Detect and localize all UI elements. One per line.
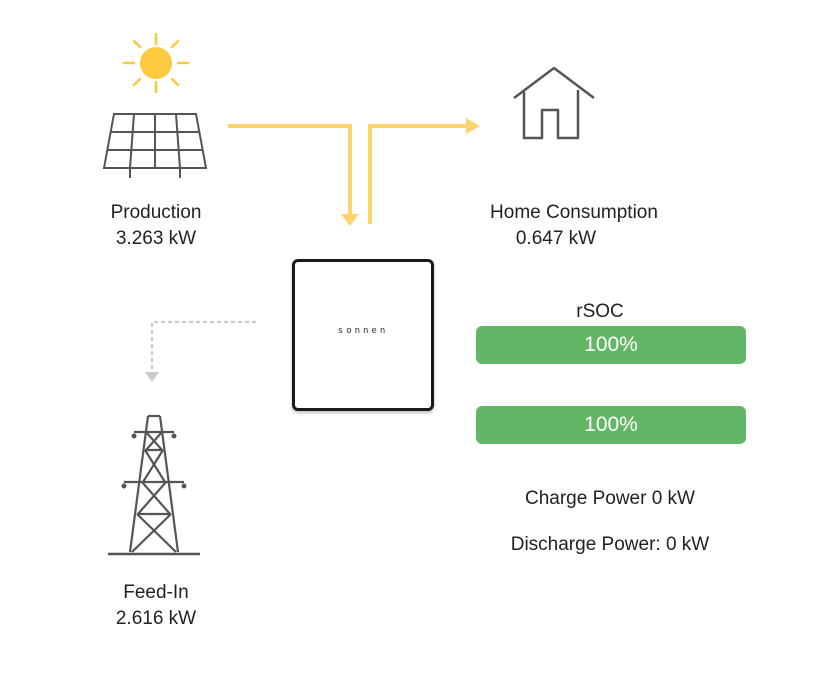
battery-unit-icon: sonnen — [292, 259, 434, 411]
home-consumption-label: Home Consumption — [490, 202, 658, 223]
power-tower-icon — [108, 414, 200, 556]
usoc-progress-fill — [476, 406, 746, 444]
discharge-power-text: Discharge Power: 0 kW — [510, 534, 710, 555]
solar-panel-icon — [102, 113, 208, 178]
feed-in-flow-arrow — [145, 321, 256, 382]
feed-in-value: 2.616 kW — [115, 608, 197, 629]
production-value: 3.263 kW — [115, 228, 197, 249]
rsoc-label: rSOC — [576, 301, 624, 322]
rsoc-progress-bar: 100% — [476, 326, 746, 364]
sun-icon — [122, 32, 190, 94]
usoc-progress-bar: 100% — [476, 406, 746, 444]
energy-flow-arrows — [228, 118, 480, 226]
rsoc-progress-fill — [476, 326, 746, 364]
usoc-progress-text: 100% — [584, 413, 638, 436]
house-icon — [513, 66, 595, 140]
battery-brand-label: sonnen — [337, 326, 389, 336]
home-consumption-value: 0.647 kW — [515, 228, 597, 249]
production-label: Production — [110, 202, 202, 223]
charge-power-text: Charge Power 0 kW — [524, 488, 695, 509]
feed-in-label: Feed-In — [123, 582, 189, 603]
rsoc-progress-text: 100% — [584, 333, 638, 356]
